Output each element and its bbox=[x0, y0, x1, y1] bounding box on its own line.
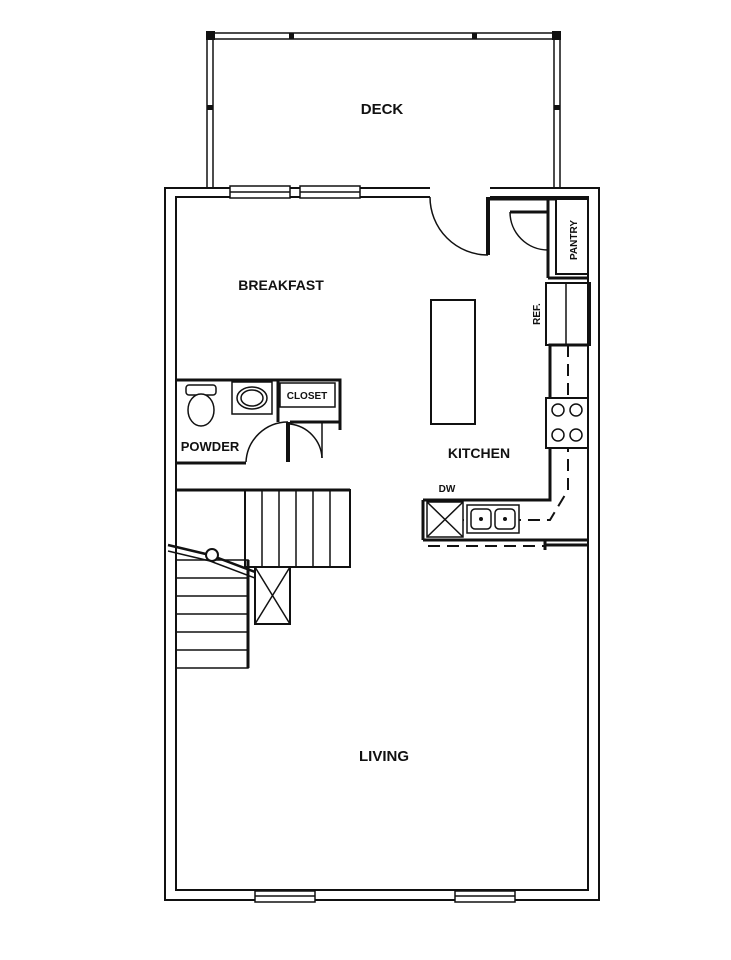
living-label: LIVING bbox=[359, 748, 409, 765]
kitchen-island bbox=[430, 299, 476, 425]
stove bbox=[545, 397, 589, 449]
dishwasher bbox=[426, 501, 464, 538]
deck-door bbox=[429, 186, 555, 256]
deck-label: DECK bbox=[361, 101, 404, 118]
deck-area bbox=[206, 31, 561, 189]
pantry bbox=[509, 198, 589, 280]
bottom-windows bbox=[254, 890, 516, 903]
pantry-label: PANTRY bbox=[569, 220, 580, 260]
closet-label: CLOSET bbox=[287, 391, 328, 402]
powder-label: POWDER bbox=[181, 439, 240, 454]
ref-label: REF. bbox=[532, 303, 543, 325]
dw-label: DW bbox=[439, 484, 456, 495]
kitchen-sink bbox=[466, 504, 520, 534]
top-windows bbox=[229, 185, 361, 199]
kitchen-label: KITCHEN bbox=[448, 445, 510, 461]
staircase bbox=[167, 489, 351, 669]
refrigerator bbox=[545, 282, 591, 346]
exterior-walls bbox=[164, 187, 600, 901]
breakfast-label: BREAKFAST bbox=[238, 277, 324, 293]
